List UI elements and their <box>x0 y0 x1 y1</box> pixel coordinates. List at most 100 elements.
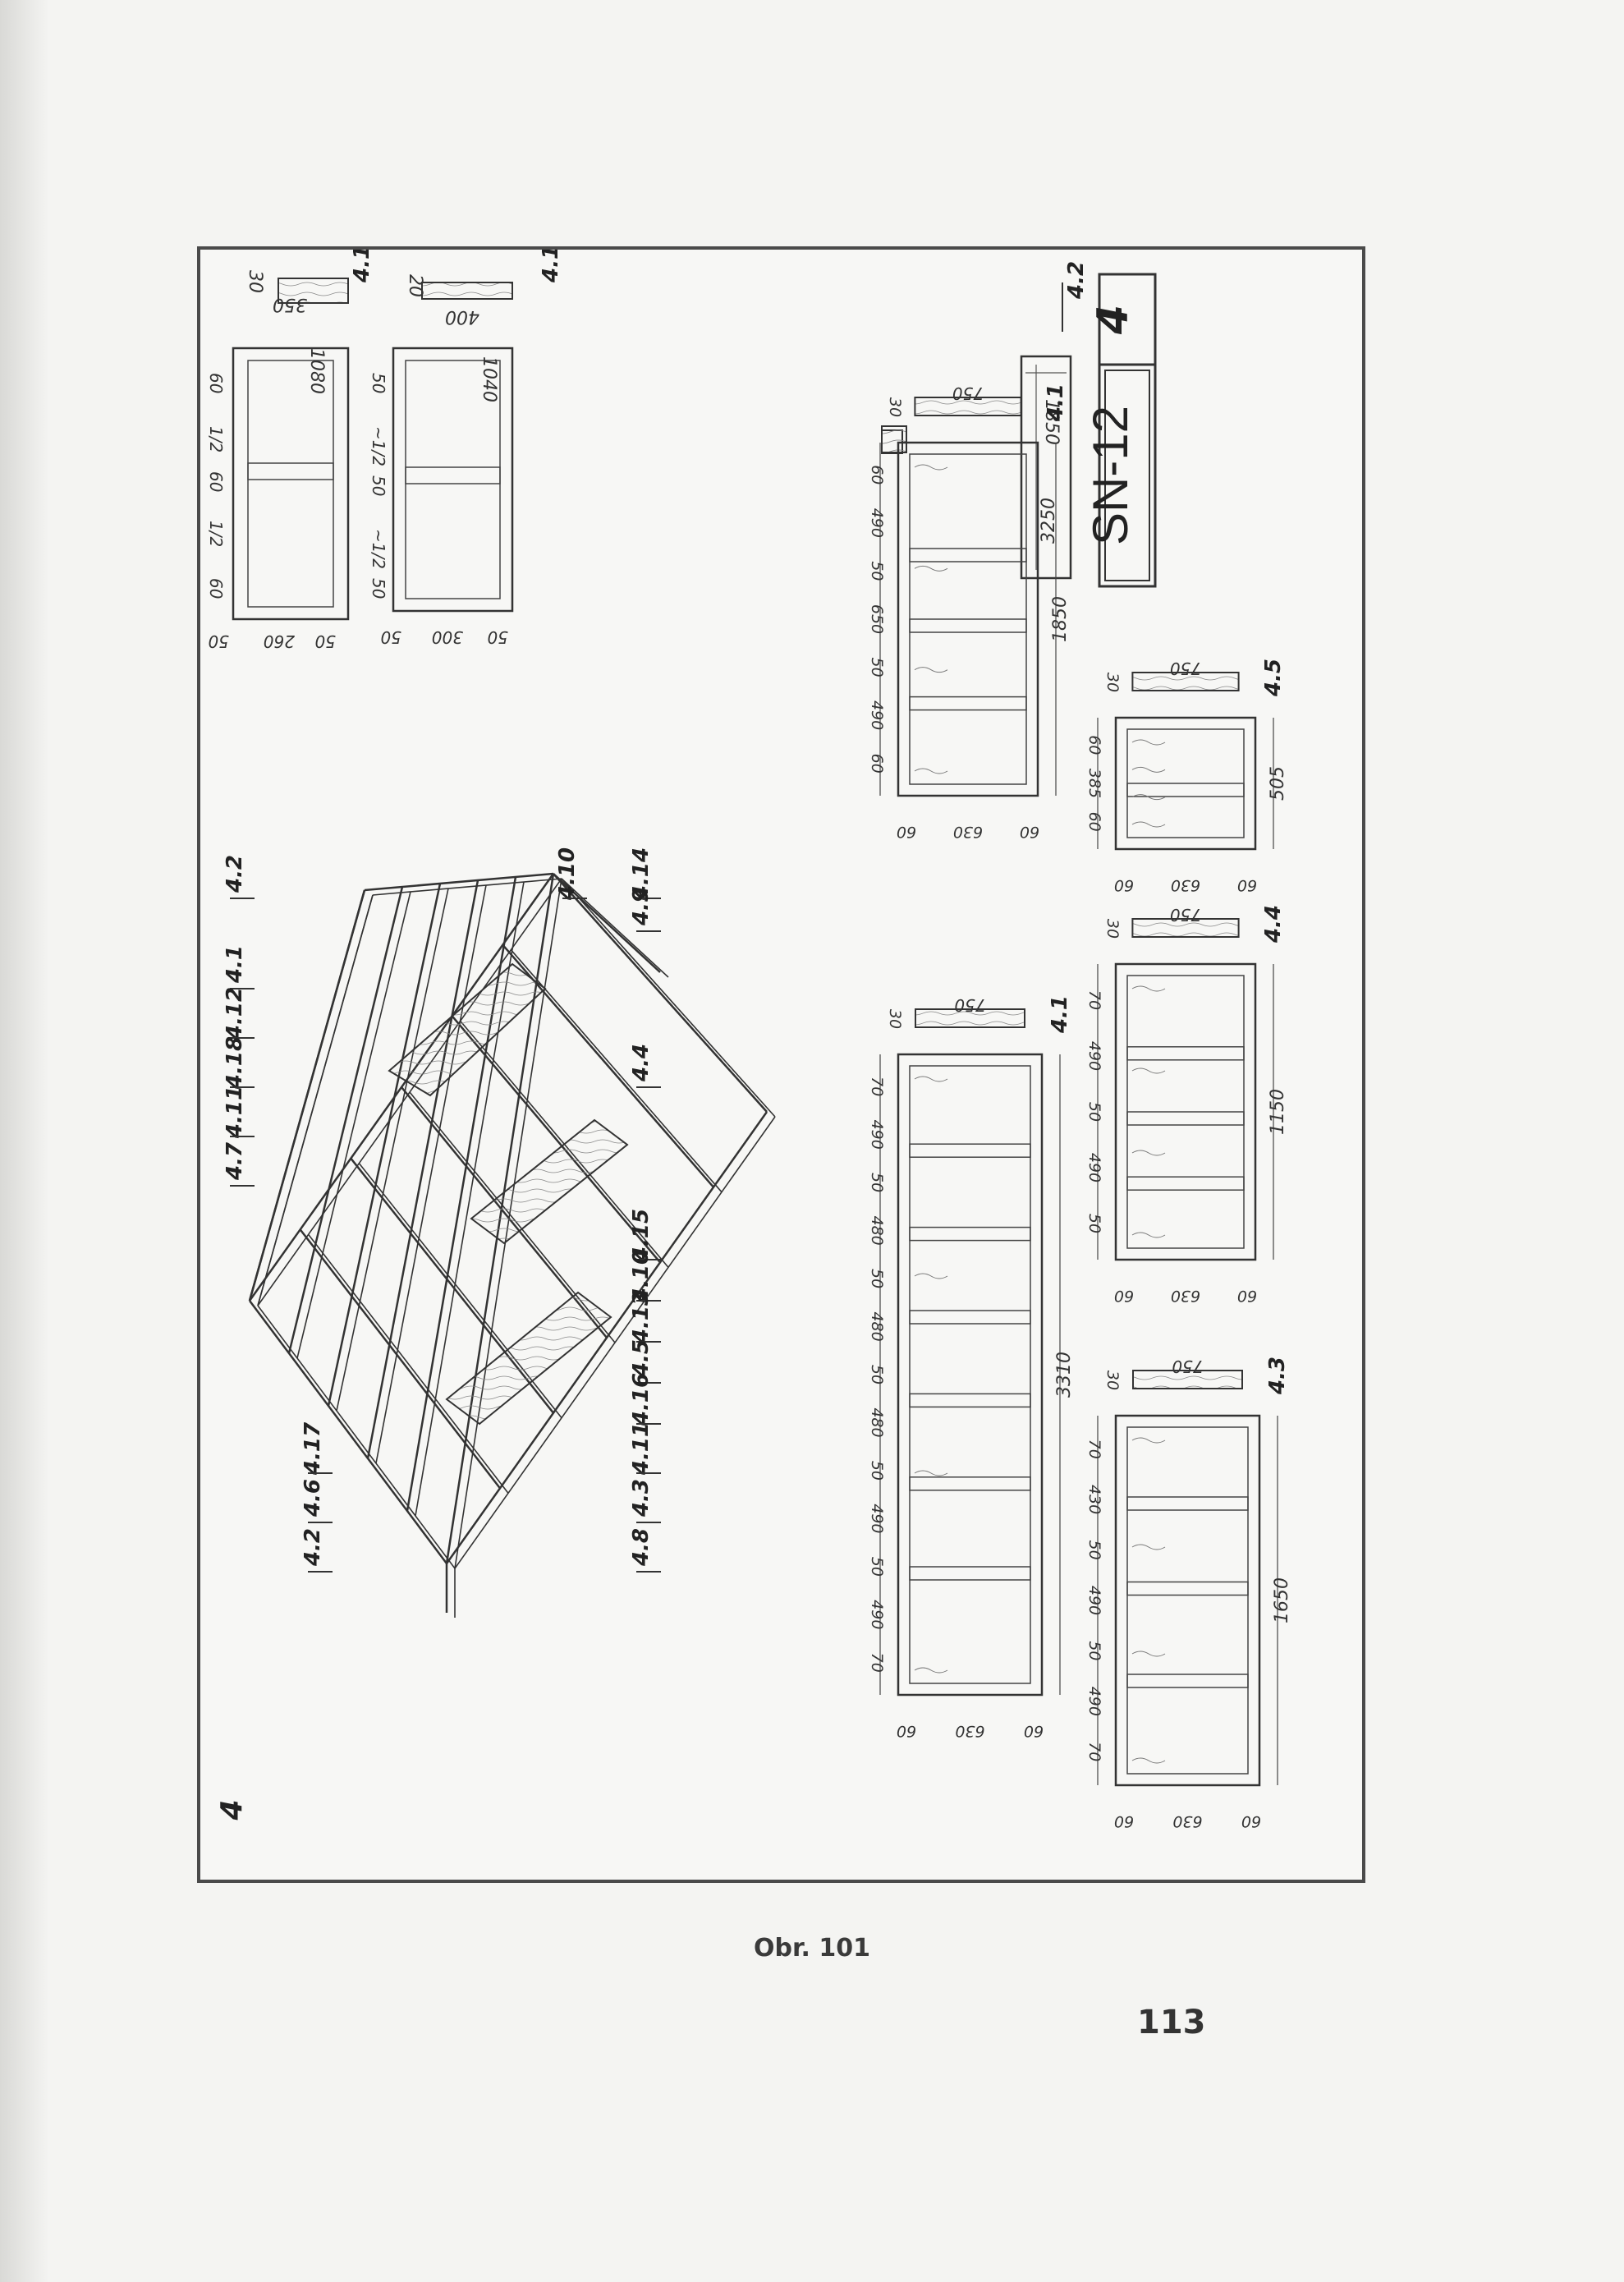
panel-4-4-h3: 490 <box>1085 1153 1103 1182</box>
panel-4-1-long-w2: 60 <box>1024 1722 1044 1740</box>
panel-4-4-label: 4.4 <box>1261 905 1286 944</box>
iso-ref-17: 4.8 <box>629 1528 654 1567</box>
panel-4-18-thickness: 20 <box>405 274 425 297</box>
panel-4-1-long-h1: 490 <box>868 1120 886 1150</box>
panel-4-10-w0: 50 <box>209 631 229 651</box>
panel-4-10-w2: 50 <box>315 631 336 651</box>
iso-ref-14: 4.16 <box>629 1373 654 1426</box>
panel-4-1-upper-h5: 490 <box>868 700 886 730</box>
iso-ref-9: 4.4 <box>629 1044 654 1082</box>
panel-4-4-w1: 630 <box>1171 1287 1200 1305</box>
iso-ref-5: 4.12 <box>222 987 247 1040</box>
panel-4-10-overall: 1080 <box>306 348 327 394</box>
panel-4-10-h3: 1/2 <box>206 521 226 547</box>
panel-4-3-w0: 60 <box>1114 1812 1134 1830</box>
panel-4-1-long-h0: 70 <box>868 1077 886 1096</box>
panel-4-2-dim-width: 1850 <box>1041 399 1062 445</box>
panel-4-1-long-w0: 60 <box>897 1722 916 1740</box>
panel-4-1-long-overall: 3310 <box>1054 1352 1075 1398</box>
panel-4-4-h0: 70 <box>1085 990 1103 1010</box>
panel-4-5-h0: 60 <box>1085 735 1103 755</box>
panel-4-18-h1: ~1/2 <box>369 426 388 466</box>
panel-4-10-h1: 1/2 <box>206 426 226 452</box>
panel-4-5-w0: 60 <box>1114 876 1134 894</box>
iso-ref-15: 4.11 <box>629 1422 654 1476</box>
panel-4-4-thickness: 30 <box>1103 919 1122 939</box>
panel-4-1-short <box>881 425 907 454</box>
panel-4-10: 30 1080 350 50 260 50 60 1/2 60 1/2 60 4… <box>206 250 374 651</box>
iso-sheet-mark: 4 <box>215 1799 249 1821</box>
panel-4-3-label: 4.3 <box>1265 1357 1290 1395</box>
panel-4-18-w0: 50 <box>381 627 401 647</box>
panel-4-1-upper-h4: 50 <box>868 657 886 677</box>
panel-4-5-w2: 60 <box>1237 876 1257 894</box>
page-edge-shadow <box>0 0 49 2282</box>
panel-4-18: 20 1040 400 50 300 50 50 ~1/2 50 ~1/2 50… <box>369 250 563 647</box>
title-block: 4 SN-12 <box>1083 273 1157 588</box>
panel-4-5-overall: 505 <box>1268 766 1288 801</box>
iso-ref-19: 4.6 <box>300 1479 325 1518</box>
iso-ref-16: 4.3 <box>629 1479 654 1518</box>
panel-4-4-h2: 50 <box>1085 1102 1103 1122</box>
iso-ref-12: 4.13 <box>629 1291 654 1344</box>
panel-4-18-h2: 50 <box>369 475 388 496</box>
panel-4-5-h2: 60 <box>1085 812 1103 832</box>
panel-4-1-upper-h6: 60 <box>868 754 886 774</box>
panel-4-1-upper-edge: 750 <box>952 383 984 403</box>
panel-4-1-upper-overall: 1850 <box>1050 596 1071 642</box>
panel-4-1-long-h10: 50 <box>868 1557 886 1577</box>
panel-4-10-h0: 60 <box>206 373 226 393</box>
iso-ref-6: 4.18 <box>222 1036 247 1090</box>
panel-4-4-w0: 60 <box>1114 1287 1134 1305</box>
panel-4-1-long-thickness: 30 <box>886 1009 904 1029</box>
panel-4-1-upper-h0: 60 <box>868 465 886 484</box>
iso-ref-13: 4.5 <box>629 1339 654 1378</box>
panel-4-5-w1: 630 <box>1171 876 1200 894</box>
panel-4-3-h2: 50 <box>1085 1540 1103 1559</box>
panel-4-10-label: 4.10 <box>350 250 374 283</box>
iso-ref-1: 4.10 <box>555 847 580 901</box>
panel-4-1-upper-h3: 650 <box>868 604 886 634</box>
iso-ref-3: 4.9 <box>629 888 654 926</box>
panel-4-1-long-h4: 50 <box>868 1269 886 1288</box>
panel-4-4-w2: 60 <box>1237 1287 1257 1305</box>
panel-4-5-label: 4.5 <box>1261 659 1286 697</box>
drawing-code: SN-12 <box>1083 406 1138 545</box>
panel-4-5-h1: 385 <box>1085 769 1103 798</box>
iso-ref-20: 4.2 <box>300 1528 325 1567</box>
panel-4-1-upper-h2: 50 <box>868 561 886 581</box>
panel-4-3-thickness: 30 <box>1103 1371 1122 1390</box>
panel-4-5-thickness: 30 <box>1103 673 1122 692</box>
panel-4-10-h4: 60 <box>206 578 226 599</box>
iso-ref-4: 4.1 <box>222 945 247 984</box>
panel-4-1-upper-h1: 490 <box>868 508 886 538</box>
panel-4-1-long-edge: 750 <box>954 995 985 1015</box>
panel-4-10-edge: 350 <box>273 294 307 315</box>
iso-ref-10: 4.15 <box>629 1209 654 1262</box>
iso-ref-0: 4.2 <box>222 855 247 893</box>
panel-4-3-edge: 750 <box>1172 1357 1203 1376</box>
panel-4-18-edge: 400 <box>445 306 479 327</box>
panel-4-1-upper-thickness: 30 <box>886 397 904 417</box>
panel-4-1-long-h12: 70 <box>868 1653 886 1673</box>
panel-4-10-h2: 60 <box>206 471 226 492</box>
panel-4-3-h5: 490 <box>1085 1687 1103 1716</box>
technical-drawing-frame: 4 SN-12 1850 3250 4.2 30 1080 350 50 260… <box>197 246 1365 1883</box>
panel-4-10-w1: 260 <box>264 631 295 651</box>
panel-4-1-long-h7: 480 <box>868 1407 886 1437</box>
panel-4-1-upper-w0: 60 <box>897 823 916 841</box>
panel-4-2: 1850 3250 4.2 <box>1020 261 1089 580</box>
panel-4-1-long-h5: 480 <box>868 1311 886 1341</box>
panel-4-18-w2: 50 <box>488 627 508 647</box>
panel-4-18-h4: 50 <box>369 578 388 599</box>
panel-4-1-long-h9: 490 <box>868 1504 886 1533</box>
iso-ref-7: 4.11 <box>222 1086 247 1139</box>
panel-4-1-long-h11: 490 <box>868 1600 886 1629</box>
panel-4-1-long-label: 4.1 <box>1048 995 1072 1034</box>
panel-4-1-long-h8: 50 <box>868 1461 886 1481</box>
